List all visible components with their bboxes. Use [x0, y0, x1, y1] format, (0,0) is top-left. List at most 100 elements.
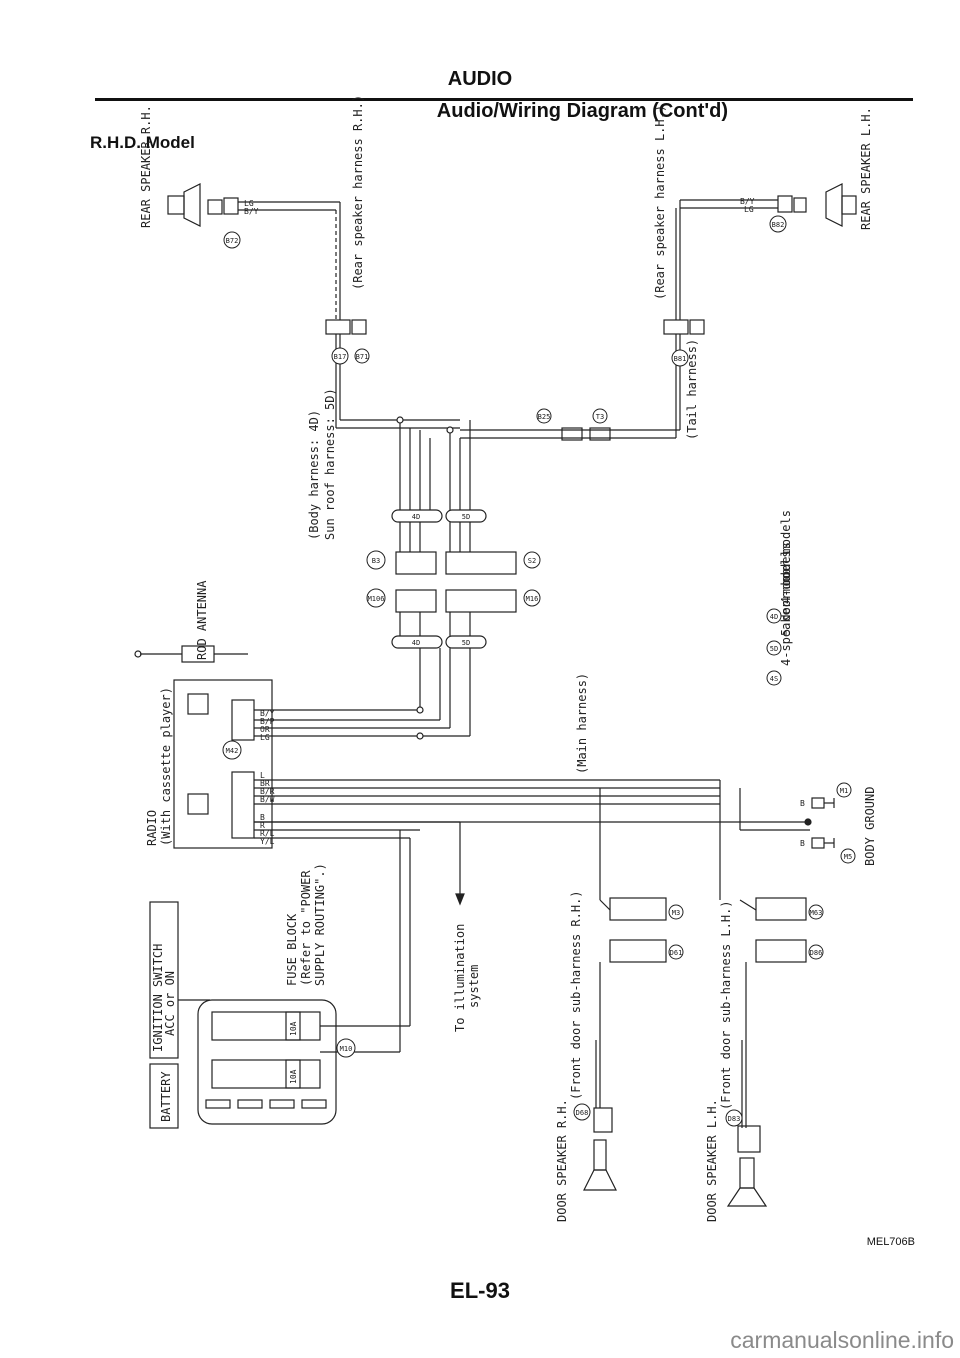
b81-label: B81 — [674, 355, 687, 363]
b81-connector — [663, 319, 689, 335]
d86-connector — [755, 939, 807, 963]
d61-label: D61 — [670, 949, 683, 957]
wire-rl-radio: R/L — [260, 829, 275, 838]
rear-speaker-rh-label: REAR SPEAKER R.H. — [139, 105, 153, 228]
fuse-block-label: FUSE BLOCK — [285, 913, 299, 986]
wire-or-radio: OR — [260, 725, 270, 734]
wire-lg-rh: LG — [244, 199, 254, 208]
m1-label: M1 — [840, 787, 848, 795]
b82-label: B82 — [772, 221, 785, 229]
wire-r-radio: R — [260, 821, 265, 830]
figure-code: MEL706B — [866, 1236, 915, 1248]
radio-sub-label: (With cassette player) — [159, 687, 173, 846]
t3-connector — [589, 427, 611, 441]
wire-bp-radio: B/P — [260, 717, 275, 726]
wire-b-ground2: B — [800, 839, 805, 848]
door-speaker-rh-label: DOOR SPEAKER R.H. — [555, 1099, 569, 1222]
b3-connector — [395, 551, 437, 575]
box-5d-top: 5D — [462, 513, 470, 521]
page-subtitle: Audio/Wiring Diagram (Cont'd) — [436, 100, 728, 122]
page-number: EL-93 — [450, 1278, 510, 1303]
m10-label: M10 — [340, 1045, 353, 1053]
header-rule — [95, 98, 913, 101]
s2-connector — [445, 551, 517, 575]
battery-label: BATTERY — [159, 1071, 173, 1122]
rear-harness-lh-label: (Rear speaker harness L.H.) — [653, 105, 667, 300]
d61-connector — [609, 939, 667, 963]
t3-label: T3 — [596, 413, 604, 421]
rod-antenna-symbol — [134, 645, 248, 663]
wire-bw-radio: B/W — [260, 795, 275, 804]
fuse-1-label: 10A — [289, 1021, 298, 1036]
page-title: AUDIO — [447, 68, 513, 90]
m106-connector — [395, 589, 437, 613]
ignition-switch-label: IGNITION SWITCH — [151, 944, 165, 1052]
fuse-ref2-label: SUPPLY ROUTING".) — [313, 863, 327, 986]
door-speaker-lh-symbol — [739, 1157, 755, 1189]
b3-label: B3 — [372, 557, 380, 565]
legend-4d-text: 4-door models — [779, 510, 793, 604]
fuse-ref-label: (Refer to "POWER — [299, 870, 313, 986]
box-4d-bottom: 4D — [412, 639, 420, 647]
legend-4s-code: 4S — [770, 675, 778, 683]
b25-label: B25 — [538, 413, 551, 421]
wire-b-ground1: B — [800, 799, 805, 808]
radio-label: RADIO — [145, 810, 159, 846]
door-speaker-lh-label: DOOR SPEAKER L.H. — [705, 1099, 719, 1222]
legend-4s-text: 4-speaker models — [779, 550, 793, 666]
rear-harness-rh-label: (Rear speaker harness R.H.) — [351, 95, 365, 290]
wire-lg-lh: LG — [744, 205, 754, 214]
m63-label: M63 — [810, 909, 823, 917]
legend-4d-code: 4D — [770, 613, 778, 621]
box-4d-top: 4D — [412, 513, 420, 521]
body-ground-label: BODY GROUND — [863, 787, 877, 866]
m5-connector — [811, 837, 825, 849]
tail-harness-label: (Tail harness) — [685, 339, 699, 440]
m3-label: M3 — [672, 909, 680, 917]
wire-by-lh: B/Y — [740, 197, 755, 206]
d86-label: D86 — [810, 949, 823, 957]
front-door-harness-rh-label: (Front door sub-harness R.H.) — [569, 890, 583, 1100]
sunroof-harness-label: Sun roof harness: 5D) — [323, 388, 337, 540]
m42-connector — [231, 699, 255, 741]
rear-speaker-lh-symbol — [777, 183, 857, 227]
illumination-label: To illumination — [453, 924, 467, 1032]
wire-l-radio: L — [260, 771, 265, 780]
m3-connector — [609, 897, 667, 921]
model-label: R.H.D. Model — [90, 133, 195, 152]
main-harness-label: (Main harness) — [575, 673, 589, 774]
d68-label: D68 — [576, 1109, 589, 1117]
s2-label: S2 — [528, 557, 536, 565]
b71-connector — [351, 319, 367, 335]
door-speaker-rh-symbol — [593, 1139, 607, 1171]
b72-label: B72 — [226, 237, 239, 245]
b71-label: B71 — [356, 353, 369, 361]
front-door-harness-lh-label: (Front door sub-harness L.H.) — [719, 900, 733, 1110]
fuse-2-label: 10A — [289, 1069, 298, 1084]
rear-speaker-rh-symbol — [167, 183, 239, 227]
watermark: carmanualsonline.info — [730, 1327, 954, 1353]
battery-box — [149, 1063, 179, 1129]
m16-label: M16 — [526, 595, 539, 603]
wire-by-radio: B/Y — [260, 709, 275, 718]
ignition-switch-box — [149, 901, 179, 1059]
wire-yl-radio: Y/L — [260, 837, 275, 846]
rod-antenna-label: ROD ANTENNA — [195, 580, 209, 660]
m106-label: M106 — [368, 595, 385, 603]
rear-speaker-lh-label: REAR SPEAKER L.H. — [859, 107, 873, 230]
wire-bpr-radio: B/R — [260, 787, 275, 796]
wire-b-radio: B — [260, 813, 265, 822]
m16-connector — [445, 589, 517, 613]
wire-by-rh: B/Y — [244, 207, 259, 216]
illumination2-label: system — [467, 965, 481, 1008]
wire-lg-radio: LG — [260, 733, 270, 742]
b25-connector — [561, 427, 583, 441]
radio-box — [173, 679, 273, 849]
b17-label: B17 — [334, 353, 347, 361]
ignition-sub-label: ACC or ON — [163, 971, 177, 1036]
fuse-block — [197, 999, 337, 1125]
body-harness-label: (Body harness: 4D) — [307, 410, 321, 540]
wire-br-radio: BR — [260, 779, 270, 788]
legend-5d-text: 5 door models — [779, 542, 793, 636]
